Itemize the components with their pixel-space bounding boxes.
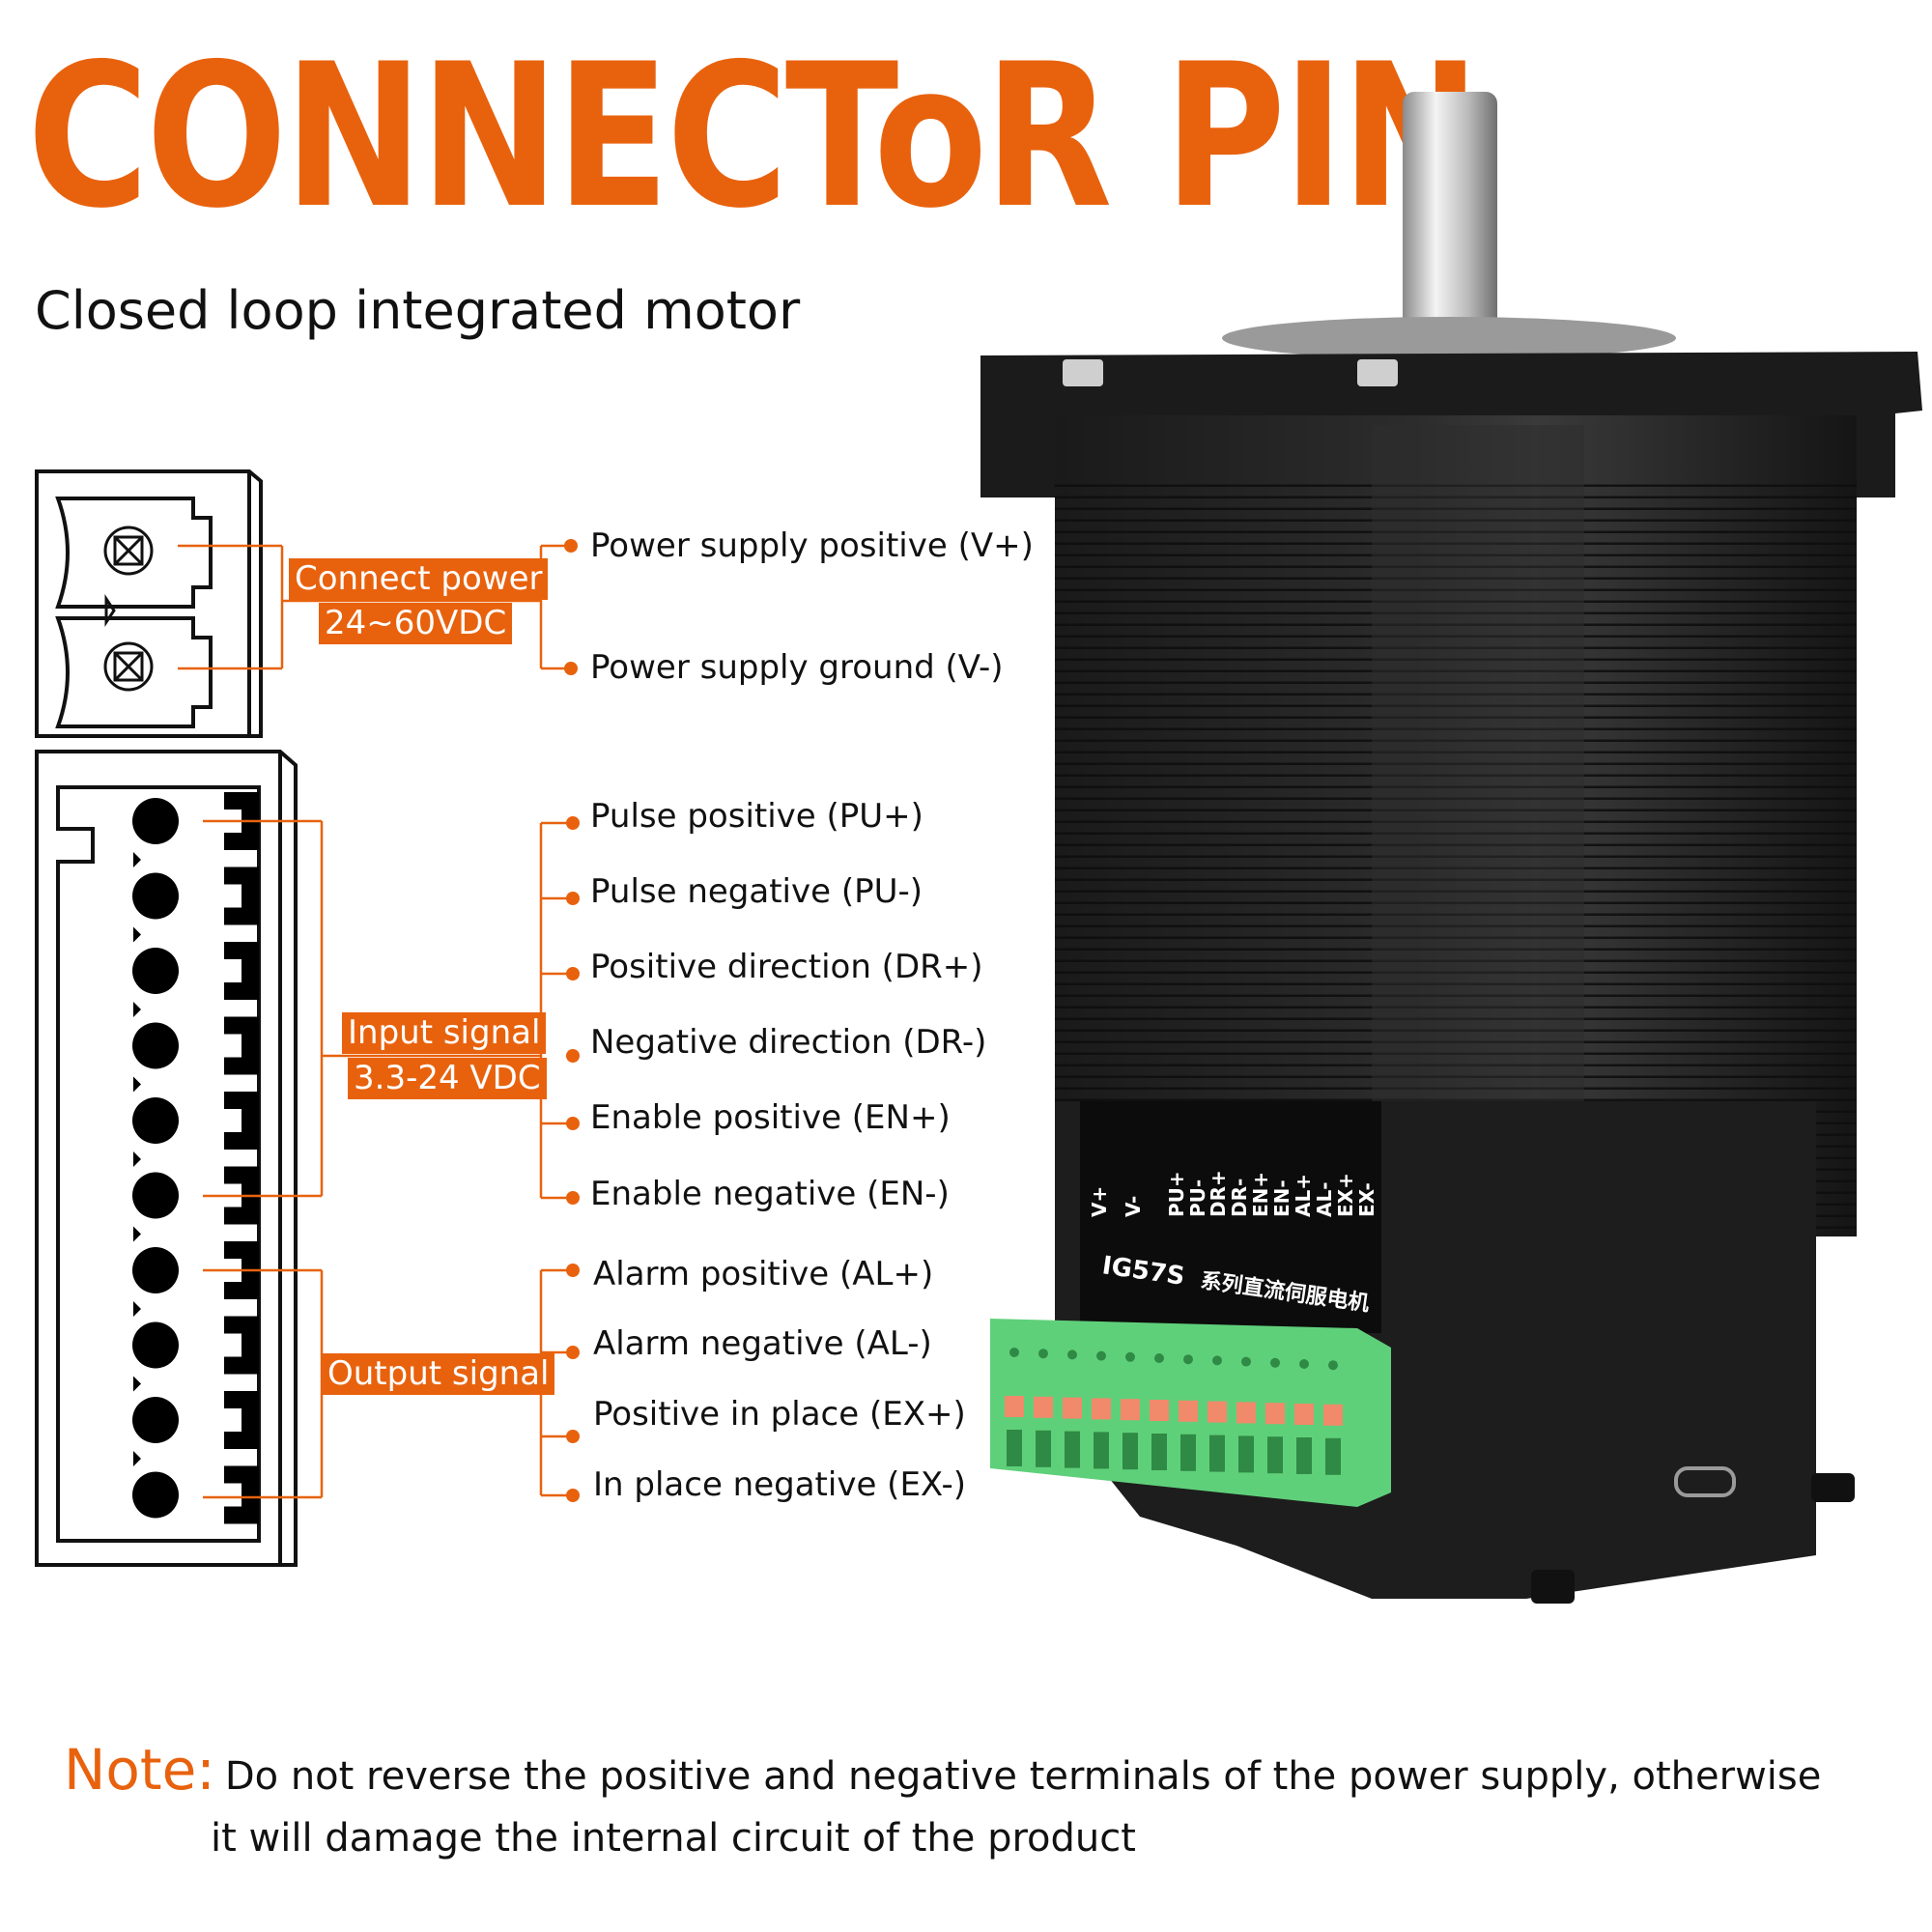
pin-dot-v-minus bbox=[564, 662, 578, 675]
pin-dot-v-plus bbox=[564, 539, 578, 553]
motor-pin-code: EX- bbox=[1355, 1182, 1378, 1217]
pin-label-pu-plus: Pulse positive (PU+) bbox=[590, 797, 923, 836]
input-lines bbox=[203, 819, 568, 1200]
power-connector-block bbox=[35, 469, 263, 738]
power-screw-terminals bbox=[103, 526, 154, 692]
note: Note:Do not reverse the positive and neg… bbox=[64, 1737, 1821, 1803]
motor-pin-code: PU+ bbox=[1165, 1171, 1188, 1217]
pin-label-ex-minus: In place negative (EX-) bbox=[593, 1465, 967, 1504]
power-range-tag: 24~60VDC bbox=[319, 603, 513, 645]
pin-label-en-plus: Enable positive (EN+) bbox=[590, 1098, 951, 1137]
pin-label-v-plus: Power supply positive (V+) bbox=[590, 526, 1034, 565]
motor-pin-code: V- bbox=[1122, 1196, 1145, 1217]
pin-label-pu-minus: Pulse negative (PU-) bbox=[590, 872, 923, 911]
connect-power-tag: Connect power bbox=[289, 558, 549, 601]
pin-label-dr-minus: Negative direction (DR-) bbox=[590, 1023, 987, 1062]
motor-image: V+V-PU+PU-DR+DR-EN+EN-AL+AL-EX+EX- IG57S… bbox=[980, 92, 1922, 1604]
motor-pin-code: DR- bbox=[1228, 1179, 1251, 1217]
page-subtitle: Closed loop integrated motor bbox=[35, 280, 801, 341]
input-signal-tag: Input signal bbox=[342, 1012, 547, 1055]
motor-pin-code: EN- bbox=[1270, 1179, 1293, 1217]
motor-pin-code: DR+ bbox=[1207, 1170, 1230, 1217]
output-dots bbox=[566, 1264, 580, 1502]
input-range-tag: 3.3-24 VDC bbox=[348, 1058, 547, 1100]
note-label: Note: bbox=[64, 1737, 215, 1803]
motor-pin-code: V+ bbox=[1088, 1186, 1111, 1217]
input-dots bbox=[566, 816, 580, 1205]
pin-label-al-minus: Alarm negative (AL-) bbox=[593, 1324, 932, 1363]
pin-label-v-minus: Power supply ground (V-) bbox=[590, 648, 1004, 687]
motor-shaft bbox=[1403, 92, 1497, 333]
output-signal-tag: Output signal bbox=[322, 1353, 555, 1396]
usb-port bbox=[1674, 1466, 1736, 1497]
note-text-line2: it will damage the internal circuit of t… bbox=[211, 1816, 1136, 1861]
motor-label-plate bbox=[1080, 1101, 1381, 1333]
motor-pin-code: PU- bbox=[1186, 1179, 1209, 1217]
motor-pin-code: EX+ bbox=[1334, 1173, 1357, 1217]
pin-label-en-minus: Enable negative (EN-) bbox=[590, 1175, 950, 1213]
motor-pin-code: AL+ bbox=[1292, 1174, 1315, 1217]
note-text-line1: Do not reverse the positive and negative… bbox=[224, 1754, 1822, 1799]
motor-pin-code: AL- bbox=[1313, 1181, 1336, 1217]
pin-label-al-plus: Alarm positive (AL+) bbox=[593, 1255, 934, 1293]
page-title: CONNECToR PIN bbox=[27, 22, 1481, 252]
signal-screw-terminals bbox=[132, 792, 259, 1524]
power-lines bbox=[178, 544, 568, 670]
motor-pin-codes: V+ V- PU+PU-DR+DR-EN+EN-AL+AL-EX+EX- bbox=[1088, 1170, 1378, 1217]
terminal-slots bbox=[1005, 1348, 1343, 1475]
pin-label-ex-plus: Positive in place (EX+) bbox=[593, 1395, 966, 1434]
motor-pin-code: EN+ bbox=[1249, 1172, 1272, 1217]
pin-label-dr-plus: Positive direction (DR+) bbox=[590, 948, 983, 986]
